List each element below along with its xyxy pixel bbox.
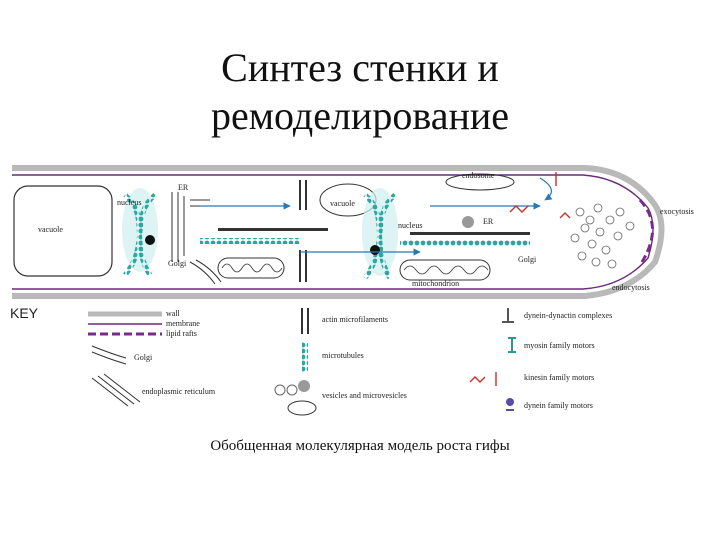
key-golgi: Golgi <box>91 345 153 365</box>
golgi-left <box>189 259 222 285</box>
vesicle-center <box>462 216 474 228</box>
slide-title: Синтез стенки и ремоделирование <box>0 44 720 140</box>
svg-text:wall: wall <box>166 309 181 318</box>
title-line-2: ремоделирование <box>210 93 510 138</box>
svg-text:endoplasmic reticulum: endoplasmic reticulum <box>142 387 216 396</box>
key-wall: wall <box>88 309 181 318</box>
label-nucleus-right: nucleus <box>398 221 422 230</box>
nucleus-right <box>362 188 398 280</box>
cell-membrane <box>12 174 654 290</box>
label-er-right: ER <box>483 217 494 226</box>
svg-text:kinesin family motors: kinesin family motors <box>524 373 594 382</box>
kinesin-motors <box>509 172 571 219</box>
microtubule-track-right <box>400 240 530 246</box>
title-line-1: Синтез стенки и <box>221 45 499 90</box>
key-dynein-motors: dynein family motors <box>506 398 593 411</box>
key-dynein-dynactin: dynein-dynactin complexes <box>502 308 612 323</box>
svg-text:membrane: membrane <box>166 319 200 328</box>
svg-text:lipid rafts: lipid rafts <box>166 329 197 338</box>
transport-arrows <box>200 177 553 256</box>
microtubule-track-left <box>200 238 300 244</box>
key-lipid-rafts: lipid rafts <box>88 329 197 338</box>
svg-text:vesicles and microvesicles: vesicles and microvesicles <box>322 391 407 400</box>
svg-text:actin microfilaments: actin microfilaments <box>322 315 388 324</box>
spitzenkorper-vesicles <box>570 203 635 269</box>
svg-text:microtubules: microtubules <box>322 351 364 360</box>
key-kinesin: kinesin family motors <box>469 372 594 386</box>
key-myosin: myosin family motors <box>508 337 595 353</box>
svg-text:dynein family motors: dynein family motors <box>524 401 593 410</box>
label-vacuole-left: vacuole <box>38 225 63 234</box>
cell-wall <box>12 165 665 299</box>
label-endosome: endosome <box>462 171 495 180</box>
actin-track-left <box>218 228 328 231</box>
key-er: endoplasmic reticulum <box>91 373 216 407</box>
label-exocytosis: exocytosis <box>660 207 694 216</box>
key-actin: actin microfilaments <box>301 308 388 334</box>
nucleus-left <box>122 188 158 277</box>
tip-lipid-raft <box>638 198 654 263</box>
label-golgi-left: Golgi <box>168 259 187 268</box>
key-membrane: membrane <box>88 319 200 328</box>
actin-bundles-center <box>299 180 307 282</box>
actin-track-right <box>410 232 530 235</box>
key-microtubules: microtubules <box>302 342 364 372</box>
label-mitochondrion: mitochondrion <box>412 279 459 288</box>
endosome <box>445 173 515 191</box>
label-vacuole-center: vacuole <box>330 199 355 208</box>
mitochondrion-left <box>217 257 285 279</box>
key-heading: KEY <box>10 305 39 321</box>
er-left <box>171 192 210 262</box>
hypha-cell <box>12 165 665 299</box>
label-nucleus-left: nucleus <box>117 198 141 207</box>
svg-text:Golgi: Golgi <box>134 353 153 362</box>
svg-text:myosin family motors: myosin family motors <box>524 341 595 350</box>
mitochondrion-right <box>399 259 491 281</box>
svg-text:dynein-dynactin complexes: dynein-dynactin complexes <box>524 311 612 320</box>
label-er-left: ER <box>178 183 189 192</box>
label-endocytosis: endocytosis <box>612 283 650 292</box>
key-vesicles: vesicles and microvesicles <box>274 380 407 416</box>
label-golgi-right: Golgi <box>518 255 537 264</box>
figure-caption: Обобщенная молекулярная модель роста гиф… <box>210 438 510 454</box>
vacuole-left <box>13 185 113 277</box>
